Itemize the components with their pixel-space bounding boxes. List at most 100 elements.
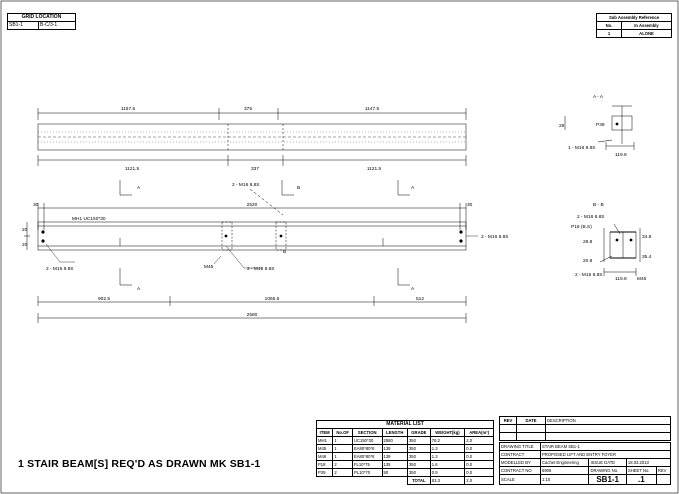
revision-col-desc: DESCRIPTION — [545, 416, 671, 425]
section-bb-plate: P18 (B.S) — [571, 224, 592, 230]
section-bb-bolt2: 2 - M16 8.8S — [575, 272, 602, 278]
title-block: DRAWING TITLE STAIR BEAM SB1-1 CONTRACT … — [499, 442, 672, 485]
cell: 1 — [332, 452, 353, 461]
tb-contract: PROPOSED LIFT AND ENTRY FOYER — [540, 450, 671, 459]
elev-bottom-dim-2: 1065.5 — [265, 296, 280, 302]
cell: FL10*75 — [351, 460, 383, 469]
cell: PL10*70 — [351, 468, 383, 477]
plan-bottom-dim-3: 1121.5 — [367, 166, 382, 172]
tb-contract-no: 6906 — [539, 466, 590, 475]
cell: MH1 — [315, 436, 334, 445]
section-cut-marks-top — [119, 180, 410, 216]
elev-left-v1: 20 — [22, 227, 28, 233]
section-aa-bolt: 1 - M16 8.8S — [568, 145, 595, 151]
table-row: M46 1 EA80*80*8 139 350 1.3 0.0 — [315, 452, 494, 461]
section-aa-view — [564, 105, 635, 150]
elev-left-gap: 30 — [33, 202, 39, 208]
tb-contract-no-label: CONTRACT NO — [499, 466, 541, 475]
bolt-label-left: 2 - M16 8.8S — [46, 266, 73, 272]
material-list-title: MATERIAL LIST — [316, 420, 494, 429]
table-row: P39 2 PL10*70 80 350 0.9 0.0 — [315, 468, 494, 477]
elev-bottom-dim-1: 902.5 — [98, 296, 110, 302]
footer-title: 1 STAIR BEAM[S] REQ'D AS DRAWN MK SB1-1 — [18, 458, 261, 470]
table-row: P18 2 FL10*75 135 350 1.6 0.0 — [315, 460, 494, 469]
material-col-grade: GRADE — [406, 428, 431, 437]
cell: P39 — [315, 468, 334, 477]
cell: 350 — [406, 452, 431, 461]
bolt-label-right: 2 - M16 8.8S — [481, 234, 508, 240]
bolt-label-top: 2 - M16 8.8S — [232, 182, 259, 188]
plan-bottom-dim-1: 1121.5 — [125, 166, 140, 172]
section-mark-b-mid: B — [283, 249, 286, 255]
grid-location-grid: B-C/3-1 — [37, 21, 77, 30]
cell: 0.0 — [464, 460, 494, 469]
material-total-weight: 83.3 — [429, 476, 466, 485]
elevation-view — [24, 203, 478, 323]
material-col-length: LENGTH — [381, 428, 408, 437]
cell: 0.0 — [464, 452, 494, 461]
plan-bottom-dim-2: 337 — [251, 166, 259, 172]
elev-bottom-dim-3: 512 — [416, 296, 424, 302]
cell: 1 — [332, 436, 353, 445]
tb-issue-date: 18.03.2013 — [625, 458, 672, 467]
tb-contract-label: CONTRACT — [499, 450, 541, 459]
cell: 1 — [332, 444, 353, 453]
tb-drawing-title: STAIR BEAM SB1-1 — [540, 442, 671, 451]
material-total-label: TOTAL — [406, 476, 431, 485]
cell: 0.0 — [464, 444, 494, 453]
cell: EA80*80*8 — [351, 444, 383, 453]
cell: 0.9 — [429, 468, 466, 477]
elev-left-v2: 20 — [22, 242, 28, 248]
elev-right-gap: 30 — [467, 202, 473, 208]
section-mark-a-bottom-left: A — [137, 286, 141, 292]
cell: 350 — [406, 468, 431, 477]
material-col-weight: WEIGHT(kg) — [429, 428, 466, 437]
section-bb-title: B - B — [593, 202, 604, 208]
cell: M45 — [315, 444, 334, 453]
grid-location-table: GRID LOCATION SB1-1 B-C/3-1 — [7, 13, 77, 30]
cell: 135 — [381, 460, 408, 469]
bolt-markers — [41, 122, 633, 243]
tb-sheet-label: SHEET No. — [625, 466, 657, 475]
bolt-label-mid: 2 - M16 8.8S — [247, 266, 274, 272]
tb-drawing-title-label: DRAWING TITLE — [499, 442, 541, 451]
cell: 139 — [381, 452, 408, 461]
tb-scale: 1:10 — [539, 474, 590, 485]
elev-overall-top: 2520 — [247, 202, 258, 208]
cell: 1.3 — [429, 452, 466, 461]
cell: 2580 — [381, 436, 408, 445]
section-bb-width: 119.8 — [615, 276, 627, 282]
cell: 2 — [332, 468, 353, 477]
revision-col-date: DATE — [516, 416, 546, 425]
cell: 1.3 — [429, 444, 466, 453]
cell: M46 — [315, 452, 334, 461]
tb-drawing-no-label: DRAWING No. — [588, 466, 627, 475]
section-aa-width: 119.8 — [615, 152, 627, 158]
material-col-area: AREA(m²) — [464, 428, 494, 437]
cell: UC150*30 — [351, 436, 383, 445]
table-row: MH1 1 UC150*30 2580 350 78.2 2.0 — [315, 436, 494, 445]
material-col-no: No.OF — [332, 428, 353, 437]
cell: EA80*80*8 — [351, 452, 383, 461]
cell: 78.2 — [429, 436, 466, 445]
cell: 2.0 — [464, 436, 494, 445]
cell: P18 — [315, 460, 334, 469]
cell: 350 — [406, 460, 431, 469]
cell: 350 — [406, 444, 431, 453]
tb-scale-label: SCALE — [499, 474, 541, 485]
table-row: M45 1 EA80*80*8 139 350 1.3 0.0 — [315, 444, 494, 453]
section-bb-mark: M46 — [637, 276, 647, 282]
section-bb-d2: 34.8 — [642, 234, 652, 240]
tb-modelled-by: Cachet Engineering — [539, 458, 590, 467]
section-bb-view — [599, 223, 641, 276]
tb-issue-label: ISSUE DATE — [588, 458, 627, 467]
tb-modelled-label: MODELLED BY — [499, 458, 541, 467]
material-list-table: MATERIAL LIST ITEM No.OF SECTION LENGTH … — [315, 420, 494, 485]
plan-top-dim-1: 1157.5 — [121, 106, 136, 112]
section-mark-a-top-left: A — [137, 185, 141, 191]
cell: 1.6 — [429, 460, 466, 469]
material-col-item: ITEM — [315, 428, 334, 437]
cell: 80 — [381, 468, 408, 477]
plan-top-dim-2: 375 — [244, 106, 252, 112]
